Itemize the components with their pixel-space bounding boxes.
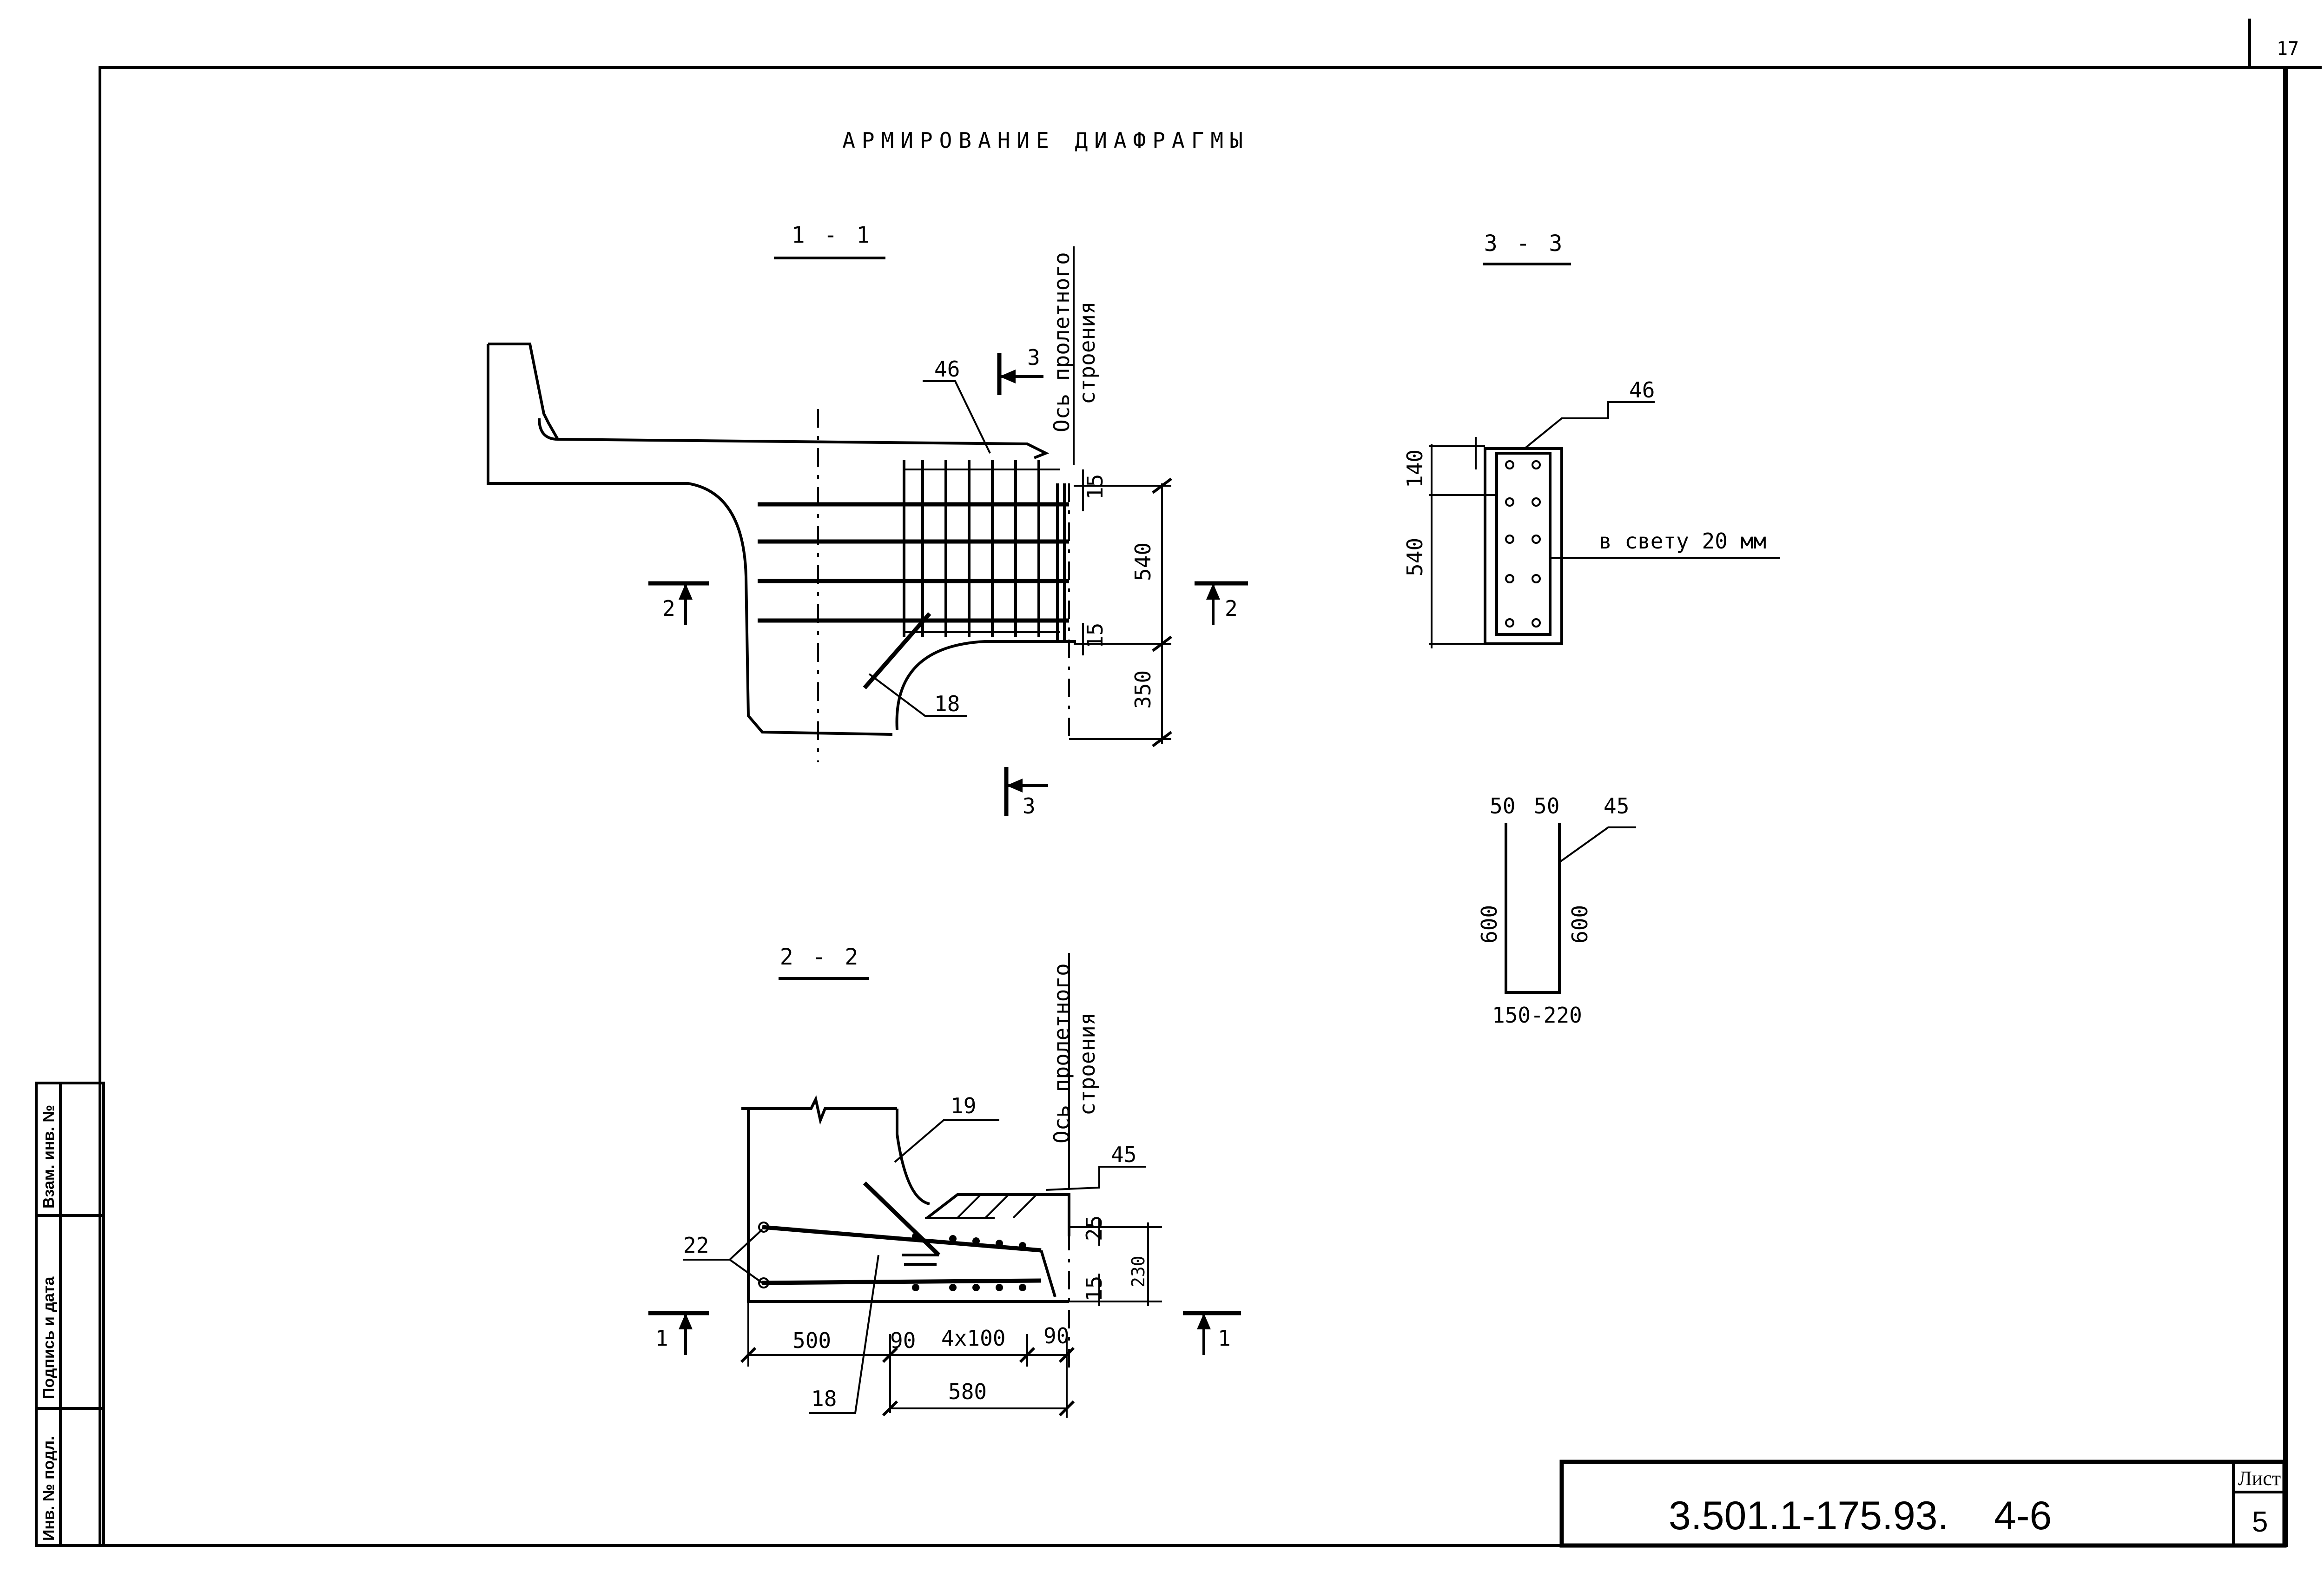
svg-text:350: 350 bbox=[1130, 670, 1155, 709]
horizontal-bars bbox=[758, 502, 1069, 623]
svg-text:150-220: 150-220 bbox=[1492, 1003, 1582, 1028]
mesh-46 bbox=[903, 460, 1066, 641]
svg-text:50: 50 bbox=[1490, 793, 1515, 819]
section-1-1: 1 - 1 bbox=[487, 222, 1248, 819]
stamp-podpis-data: Подпись и дата bbox=[40, 1276, 58, 1399]
svg-text:15: 15 bbox=[1083, 474, 1108, 500]
svg-text:600: 600 bbox=[1477, 905, 1502, 944]
svg-text:2: 2 bbox=[662, 596, 675, 621]
beam-outline-1-1 bbox=[487, 343, 1050, 736]
cut-mark-2-right: 2 bbox=[1195, 581, 1248, 625]
hairpin-45 bbox=[1505, 823, 1561, 994]
clear-gap-note: в свету 20 мм bbox=[1599, 528, 1766, 554]
svg-text:600: 600 bbox=[1567, 905, 1592, 944]
svg-text:580: 580 bbox=[948, 1379, 987, 1404]
svg-text:3: 3 bbox=[1027, 345, 1040, 370]
svg-text:25: 25 bbox=[1082, 1215, 1107, 1241]
bars-22 bbox=[758, 1222, 1056, 1297]
svg-text:230: 230 bbox=[1128, 1255, 1149, 1288]
cut-mark-1-right: 1 bbox=[1183, 1311, 1241, 1355]
dims-1-1: 15 540 15 350 bbox=[1069, 469, 1172, 747]
bar-dots-2-2 bbox=[912, 1233, 1026, 1291]
mark-46-3-3: 46 bbox=[1629, 377, 1655, 403]
drawing-code: 3.501.1-175.93. bbox=[1669, 1493, 1949, 1538]
dims-2-2-vertical: 25 230 15 bbox=[1069, 1215, 1162, 1306]
svg-text:строения: строения bbox=[1075, 1012, 1100, 1116]
svg-text:3: 3 bbox=[1023, 793, 1036, 819]
section-2-2: 2 - 2 bbox=[648, 944, 1241, 1418]
drawing-title: АРМИРОВАНИЕ ДИАФРАГМЫ bbox=[842, 128, 1249, 153]
bars-section-3-3 bbox=[1505, 460, 1541, 628]
svg-text:15: 15 bbox=[1082, 1276, 1107, 1301]
svg-text:2: 2 bbox=[1225, 596, 1238, 621]
cut-mark-3-bottom: 3 bbox=[1004, 767, 1048, 819]
mark-18-1-1: 18 bbox=[934, 691, 960, 716]
sheet-label: Лист bbox=[2238, 1467, 2281, 1490]
svg-text:140: 140 bbox=[1402, 449, 1427, 488]
section-1-1-label: 1 - 1 bbox=[792, 222, 873, 248]
sheet-frame bbox=[99, 19, 2322, 1547]
mark-19: 19 bbox=[951, 1093, 976, 1118]
cut-mark-3-top: 3 bbox=[997, 345, 1043, 395]
axis-label-1-1: Ось пролетного строения bbox=[1049, 252, 1100, 432]
mark-18-2-2: 18 bbox=[811, 1386, 837, 1411]
cut-mark-1-left: 1 bbox=[648, 1311, 709, 1355]
drawing-part: 4-6 bbox=[1994, 1493, 2052, 1538]
section-3-3-label: 3 - 3 bbox=[1484, 231, 1565, 257]
mark-45-2-2: 45 bbox=[1111, 1142, 1136, 1167]
mark-22: 22 bbox=[683, 1233, 709, 1258]
stamp-vzam-inv: Взам. инв. № bbox=[40, 1105, 58, 1209]
svg-text:90: 90 bbox=[1043, 1323, 1069, 1348]
detail-45: 50 50 45 600 600 150-220 bbox=[1477, 793, 1636, 1028]
mark-45-detail: 45 bbox=[1604, 793, 1629, 819]
svg-text:4x100: 4x100 bbox=[941, 1326, 1005, 1351]
cut-mark-2-left: 2 bbox=[648, 581, 709, 625]
svg-text:540: 540 bbox=[1130, 542, 1155, 581]
title-block: 3.501.1-175.93. 4-6 Лист 5 bbox=[1559, 1460, 2287, 1548]
beam-outline-2-2 bbox=[741, 1095, 1069, 1303]
sheet-corner-number: 17 bbox=[2277, 38, 2299, 59]
svg-text:50: 50 bbox=[1534, 793, 1559, 819]
dims-2-2-horizontal: 500 90 4x100 90 580 bbox=[740, 1301, 1075, 1418]
svg-text:540: 540 bbox=[1402, 538, 1427, 576]
stamp-inv-podl: Инв. № подл. bbox=[40, 1436, 58, 1541]
bar-18-1-1 bbox=[863, 612, 931, 689]
mark-46-1-1: 46 bbox=[934, 357, 960, 382]
section-3-3: 3 - 3 140 540 46 в свету 20 мм bbox=[1402, 231, 1780, 648]
svg-text:500: 500 bbox=[792, 1328, 831, 1353]
svg-text:строения: строения bbox=[1075, 301, 1100, 404]
sheet-number: 5 bbox=[2252, 1506, 2268, 1538]
svg-text:90: 90 bbox=[890, 1328, 916, 1353]
section-2-2-label: 2 - 2 bbox=[780, 944, 861, 970]
svg-text:Ось пролетного: Ось пролетного bbox=[1049, 963, 1074, 1143]
svg-text:15: 15 bbox=[1083, 623, 1108, 648]
side-stamp: Инв. № подл. Подпись и дата Взам. инв. № bbox=[35, 1082, 105, 1547]
svg-text:1: 1 bbox=[655, 1326, 668, 1351]
svg-text:1: 1 bbox=[1218, 1326, 1231, 1351]
svg-text:Ось пролетного: Ось пролетного bbox=[1049, 252, 1074, 432]
diaphragm-section-3-3 bbox=[1484, 447, 1563, 645]
